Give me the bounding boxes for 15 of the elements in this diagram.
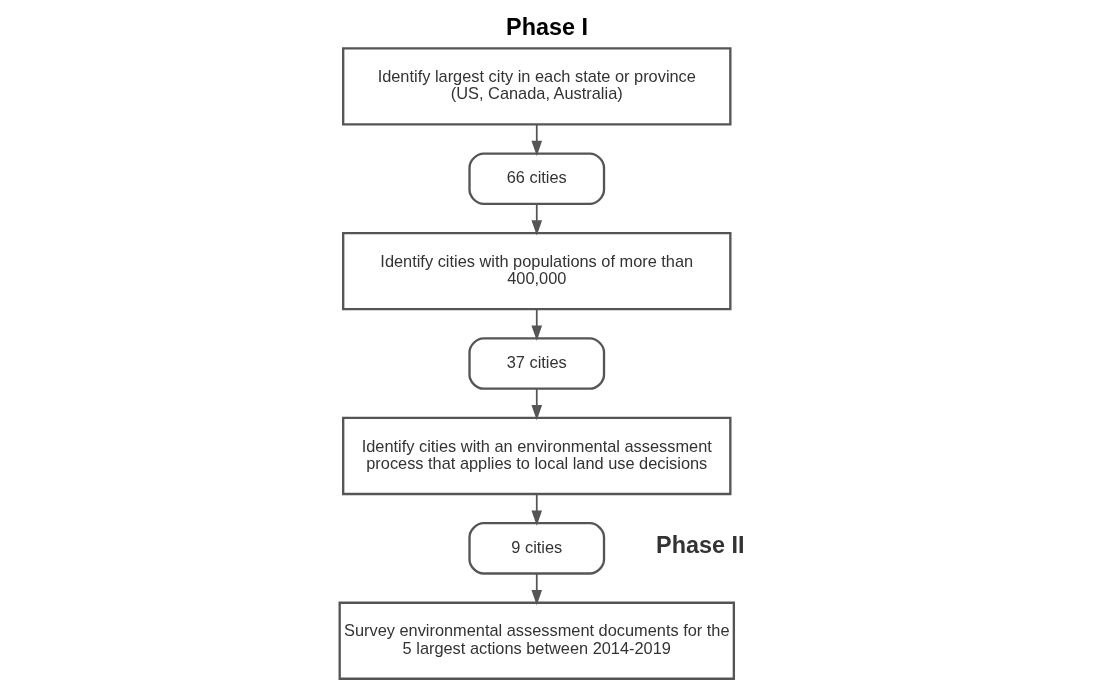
- node-box: 66 cities: [467, 152, 605, 206]
- node-box: 9 cities: [467, 522, 605, 575]
- node-box: Identify cities with an environmental assessment process that applies to local land use decisions: [341, 416, 731, 496]
- arrow: [530, 308, 542, 341]
- arrow: [530, 123, 542, 156]
- arrow: [530, 387, 542, 421]
- arrow: [530, 493, 542, 526]
- node-box: 37 cities: [467, 337, 605, 390]
- arrow: [530, 572, 542, 606]
- node-box: Survey environmental assessment documents for the 5 largest actions between 2014-2019: [338, 601, 735, 680]
- arrow: [530, 203, 542, 236]
- diagram-title: Phase I: [505, 14, 588, 41]
- node-box: Identify largest city in each state or province (US, Canada, Australia): [341, 47, 731, 126]
- node-box: Identify cities with populations of more than 400,000: [341, 231, 731, 311]
- label: Phase II: [655, 532, 744, 559]
